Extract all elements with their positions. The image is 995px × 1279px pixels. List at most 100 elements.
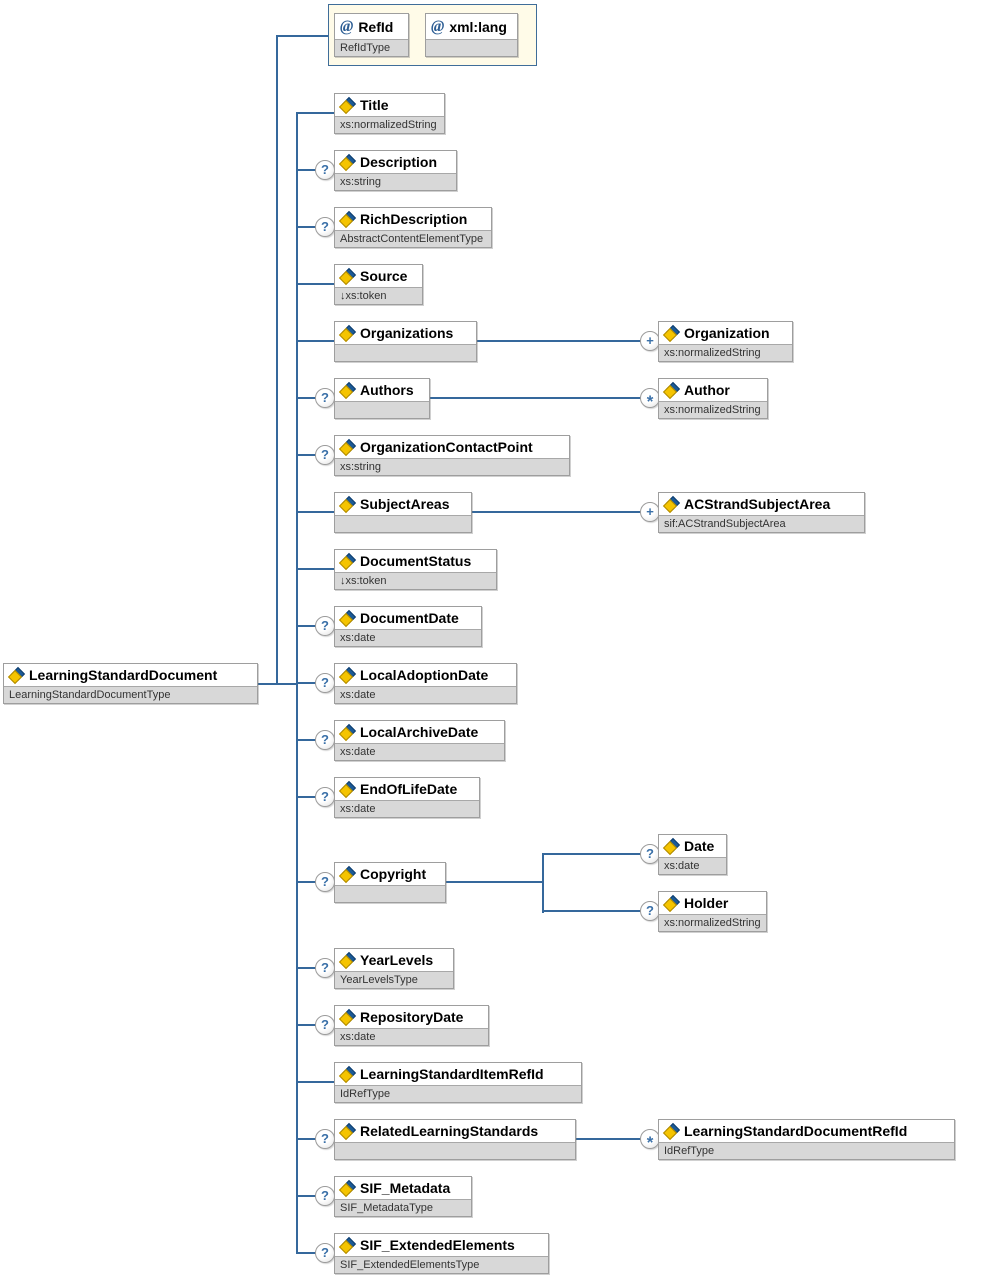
element-type: xs:normalizedString (659, 914, 766, 931)
element-icon (340, 1125, 355, 1138)
element-type (335, 344, 476, 361)
element-holder-node[interactable]: Holder xs:normalizedString (658, 891, 767, 932)
element-title-node[interactable]: Title xs:normalizedString (334, 93, 445, 134)
element-richdescription-node[interactable]: RichDescription AbstractContentElementTy… (334, 207, 492, 248)
element-type: xs:normalizedString (659, 344, 792, 361)
optional-indicator: ? (315, 616, 335, 636)
element-sif-extendedelements-node[interactable]: SIF_ExtendedElements SIF_ExtendedElement… (334, 1233, 549, 1274)
optional-indicator: ? (315, 1186, 335, 1206)
element-icon (340, 612, 355, 625)
connector (296, 1195, 318, 1197)
connector (296, 796, 318, 798)
element-type: xs:date (335, 1028, 488, 1045)
element-description-node[interactable]: Description xs:string (334, 150, 457, 191)
element-icon (340, 1068, 355, 1081)
element-type: YearLevelsType (335, 971, 453, 988)
element-name: LearningStandardDocument (29, 667, 218, 683)
zero-or-more-indicator: * (640, 1129, 660, 1152)
element-name: LocalAdoptionDate (360, 667, 489, 683)
element-type: ↓xs:token (335, 572, 496, 589)
element-organizations-node[interactable]: Organizations (334, 321, 477, 362)
element-name: Source (360, 268, 408, 284)
one-or-more-indicator: + (640, 331, 660, 351)
optional-indicator: ? (315, 1129, 335, 1149)
element-learningstandarditemrefid-node[interactable]: LearningStandardItemRefId IdRefType (334, 1062, 582, 1103)
element-icon (340, 1182, 355, 1195)
element-learningstandarddocumentrefid-node[interactable]: LearningStandardDocumentRefId IdRefType (658, 1119, 955, 1160)
element-type (335, 515, 471, 532)
element-name: LocalArchiveDate (360, 724, 479, 740)
element-relatedlearningstandards-node[interactable]: RelatedLearningStandards (334, 1119, 576, 1160)
element-repositorydate-node[interactable]: RepositoryDate xs:date (334, 1005, 489, 1046)
element-icon (664, 1125, 679, 1138)
element-type: xs:date (659, 857, 726, 874)
element-name: Organization (684, 325, 770, 341)
connector (430, 397, 641, 399)
attribute-type (426, 39, 517, 56)
element-name: Copyright (360, 866, 427, 882)
optional-indicator: ? (315, 1015, 335, 1035)
element-documentdate-node[interactable]: DocumentDate xs:date (334, 606, 482, 647)
attribute-icon: @ (431, 17, 445, 35)
element-learningstandarddocument-node[interactable]: LearningStandardDocument LearningStandar… (3, 663, 258, 704)
connector (542, 853, 544, 913)
connector (472, 511, 641, 513)
element-name: LearningStandardItemRefId (360, 1066, 544, 1082)
attribute-icon: @ (340, 17, 354, 35)
element-authors-node[interactable]: Authors (334, 378, 430, 419)
element-icon (340, 213, 355, 226)
element-copyright-node[interactable]: Copyright (334, 862, 446, 903)
connector (296, 1081, 334, 1083)
optional-indicator: ? (315, 673, 335, 693)
element-endoflifedate-node[interactable]: EndOfLifeDate xs:date (334, 777, 480, 818)
element-icon (340, 498, 355, 511)
element-organization-node[interactable]: Organization xs:normalizedString (658, 321, 793, 362)
element-sif-metadata-node[interactable]: SIF_Metadata SIF_MetadataType (334, 1176, 472, 1217)
element-name: RichDescription (360, 211, 468, 227)
element-icon (340, 1239, 355, 1252)
connector (296, 340, 334, 342)
element-name: Author (684, 382, 730, 398)
attribute-refid-node[interactable]: @RefId RefIdType (334, 13, 409, 57)
optional-indicator: ? (315, 730, 335, 750)
element-organizationcontactpoint-node[interactable]: OrganizationContactPoint xs:string (334, 435, 570, 476)
element-type: LearningStandardDocumentType (4, 686, 257, 703)
element-documentstatus-node[interactable]: DocumentStatus ↓xs:token (334, 549, 497, 590)
element-name: Description (360, 154, 438, 170)
element-type (335, 1142, 575, 1159)
element-icon (340, 327, 355, 340)
element-name: Organizations (360, 325, 454, 341)
element-name: OrganizationContactPoint (360, 439, 533, 455)
connector (446, 881, 544, 883)
optional-indicator: ? (315, 445, 335, 465)
zero-or-more-indicator: * (640, 388, 660, 411)
element-localadoptiondate-node[interactable]: LocalAdoptionDate xs:date (334, 663, 517, 704)
element-name: DocumentStatus (360, 553, 472, 569)
one-or-more-indicator: + (640, 502, 660, 522)
attribute-name: RefId (358, 18, 394, 35)
element-yearlevels-node[interactable]: YearLevels YearLevelsType (334, 948, 454, 989)
element-source-node[interactable]: Source ↓xs:token (334, 264, 423, 305)
element-name: RelatedLearningStandards (360, 1123, 539, 1139)
element-type: sif:ACStrandSubjectArea (659, 515, 864, 532)
element-type: SIF_ExtendedElementsType (335, 1256, 548, 1273)
element-icon (664, 897, 679, 910)
connector (296, 967, 318, 969)
connector (296, 397, 318, 399)
optional-indicator: ? (315, 958, 335, 978)
element-date-node[interactable]: Date xs:date (658, 834, 727, 875)
connector (296, 283, 334, 285)
attribute-xml-lang-node[interactable]: @xml:lang (425, 13, 518, 57)
connector (576, 1138, 641, 1140)
connector (296, 112, 334, 114)
optional-indicator: ? (315, 160, 335, 180)
element-author-node[interactable]: Author xs:normalizedString (658, 378, 768, 419)
connector (296, 1138, 318, 1140)
element-acstrandsubjectarea-node[interactable]: ACStrandSubjectArea sif:ACStrandSubjectA… (658, 492, 865, 533)
connector (276, 35, 329, 37)
element-localarchivedate-node[interactable]: LocalArchiveDate xs:date (334, 720, 505, 761)
element-name: Date (684, 838, 715, 854)
element-name: Authors (360, 382, 414, 398)
element-subjectareas-node[interactable]: SubjectAreas (334, 492, 472, 533)
element-icon (340, 783, 355, 796)
